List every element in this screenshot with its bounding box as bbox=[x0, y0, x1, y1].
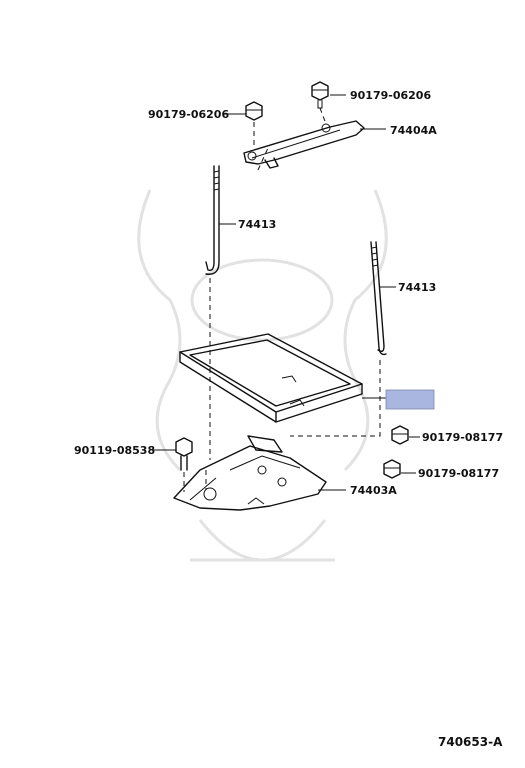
label-rod-left: 74413 bbox=[238, 218, 276, 231]
label-bolt-left: 90119-08538 bbox=[74, 444, 155, 457]
highlight-marker[interactable] bbox=[385, 389, 435, 410]
label-nut-mid-right: 90179-08177 bbox=[422, 431, 503, 444]
watermark-emblem bbox=[137, 189, 388, 562]
battery-carrier-bracket bbox=[173, 435, 327, 511]
label-carrier-bracket: 74403A bbox=[350, 484, 397, 497]
label-nut-low-right: 90179-08177 bbox=[418, 467, 499, 480]
battery-tray bbox=[179, 333, 363, 423]
assembly-lines bbox=[183, 107, 381, 492]
flange-nut-mid-right bbox=[391, 425, 409, 445]
battery-clamp-bracket bbox=[243, 120, 365, 169]
diagram-reference-code: 740653-A bbox=[438, 735, 503, 749]
hold-down-rod-left bbox=[205, 165, 220, 275]
flange-nut-top-left bbox=[245, 101, 263, 121]
label-nut-top-right: 90179-06206 bbox=[350, 89, 431, 102]
flange-nut-top-right bbox=[311, 81, 329, 109]
label-nut-top-left: 90179-06206 bbox=[148, 108, 229, 121]
label-rod-right: 74413 bbox=[398, 281, 436, 294]
bolt-left bbox=[175, 437, 193, 471]
flange-nut-low-right bbox=[383, 459, 401, 479]
hold-down-rod-right bbox=[370, 241, 387, 356]
leader-lines bbox=[152, 94, 420, 491]
label-clamp-bracket: 74404A bbox=[390, 124, 437, 137]
